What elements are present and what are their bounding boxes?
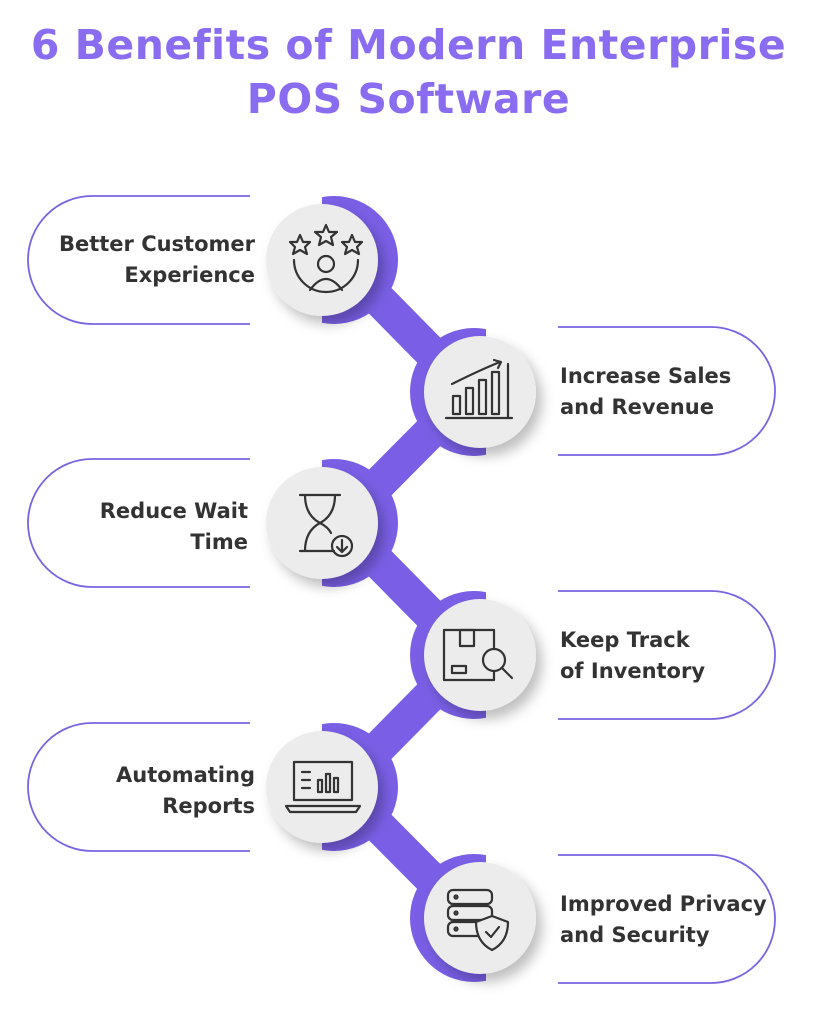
benefit-label-3: Reduce Wait Time bbox=[8, 496, 248, 558]
growth-chart-icon bbox=[444, 358, 514, 420]
benefit-label-1: Better Customer Experience bbox=[15, 229, 255, 291]
pill-6 bbox=[486, 854, 776, 984]
title-line-2: POS Software bbox=[246, 75, 571, 123]
benefit-label-6: Improved Privacy and Security bbox=[560, 889, 800, 951]
benefit-1-line-1: Better Customer bbox=[58, 232, 255, 256]
pill-4 bbox=[486, 590, 776, 720]
database-shield-icon bbox=[446, 888, 510, 952]
laptop-report-icon bbox=[284, 760, 362, 814]
benefit-label-2: Increase Sales and Revenue bbox=[560, 361, 800, 423]
benefit-4-line-1: Keep Track bbox=[560, 628, 690, 652]
benefit-2-line-2: and Revenue bbox=[560, 395, 714, 419]
benefit-2-line-1: Increase Sales bbox=[560, 364, 732, 388]
benefit-label-5: Automating Reports bbox=[15, 760, 255, 822]
benefit-6-line-1: Improved Privacy bbox=[560, 892, 767, 916]
icon-circle-4 bbox=[424, 599, 536, 711]
benefit-1-line-2: Experience bbox=[124, 263, 255, 287]
page-title: 6 Benefits of Modern Enterprise POS Soft… bbox=[0, 18, 817, 126]
benefit-5-line-1: Automating bbox=[116, 763, 255, 787]
benefit-3-line-1: Reduce Wait bbox=[99, 499, 248, 523]
icon-circle-6 bbox=[424, 862, 536, 974]
customer-rating-icon bbox=[288, 223, 364, 294]
pill-1 bbox=[27, 195, 322, 325]
hourglass-icon bbox=[298, 493, 354, 558]
inventory-search-icon bbox=[442, 628, 514, 682]
benefit-6-line-2: and Security bbox=[560, 923, 710, 947]
benefit-3-line-2: Time bbox=[190, 530, 248, 554]
benefit-4-line-2: of Inventory bbox=[560, 659, 706, 683]
pill-2 bbox=[486, 326, 776, 456]
benefit-5-line-2: Reports bbox=[162, 794, 255, 818]
benefit-label-4: Keep Track of Inventory bbox=[560, 625, 800, 687]
title-line-1: 6 Benefits of Modern Enterprise bbox=[30, 21, 787, 69]
pill-outlines bbox=[27, 195, 776, 984]
pill-5 bbox=[27, 722, 322, 852]
pill-3 bbox=[27, 458, 322, 588]
icon-circle-1 bbox=[266, 204, 378, 316]
